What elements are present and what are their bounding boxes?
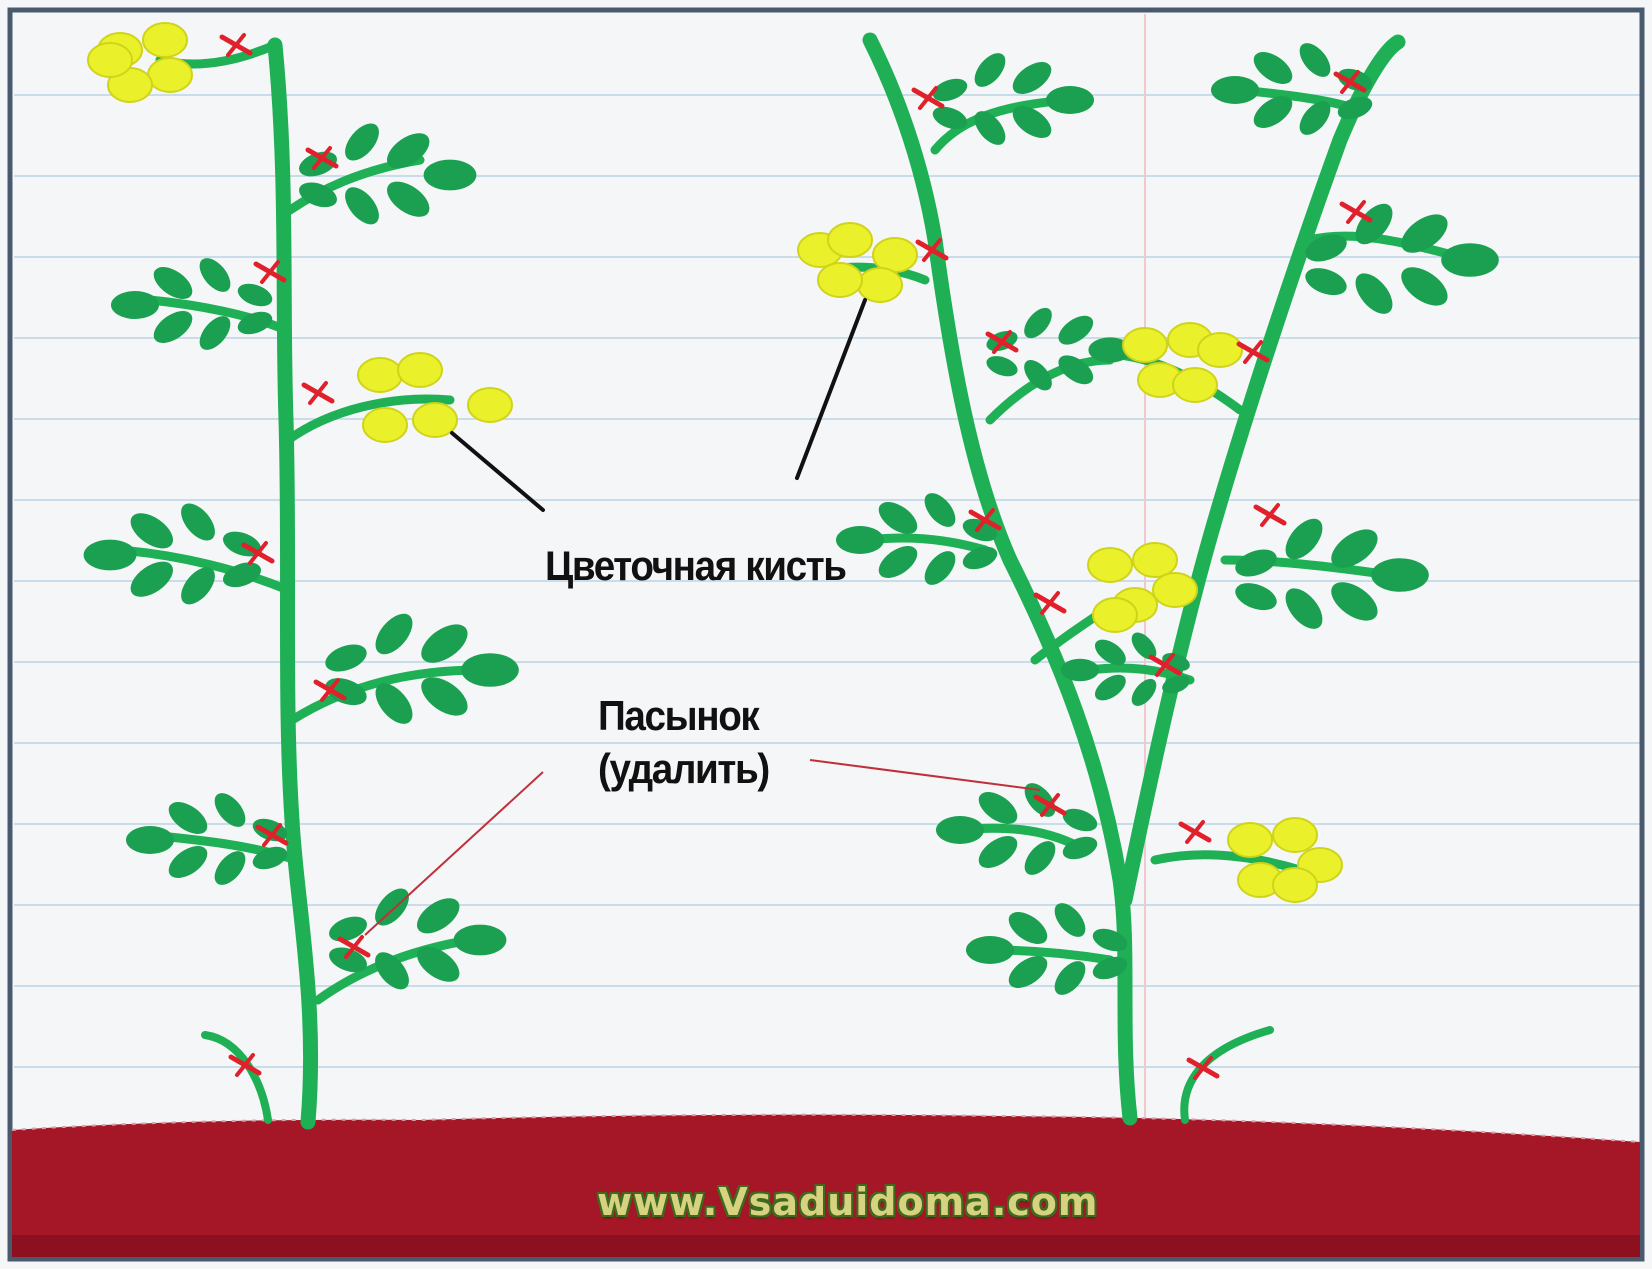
flower-blob	[858, 268, 902, 302]
flower-blob	[1153, 573, 1197, 607]
flower-blob	[148, 58, 192, 92]
leaflet	[126, 826, 174, 854]
leaflet	[1211, 76, 1259, 104]
flower-blob	[1123, 328, 1167, 362]
flower-blob	[88, 43, 132, 77]
leaflet	[424, 160, 477, 191]
leaflet	[936, 816, 984, 844]
flower-blob	[398, 353, 442, 387]
flower-blob	[143, 23, 187, 57]
flower-blob	[1093, 598, 1137, 632]
leaflet	[454, 925, 507, 956]
leaflet	[111, 291, 159, 319]
flower-cluster-label: Цветочная кисть	[545, 540, 846, 593]
stepson-label: Пасынок (удалить)	[598, 690, 769, 795]
website-watermark: www.Vsaduidoma.com	[597, 1180, 1077, 1224]
flower-blob	[358, 358, 402, 392]
soil-shadow	[12, 1235, 1640, 1257]
flower-blob	[1198, 333, 1242, 367]
leaflet	[461, 653, 519, 687]
flower-blob	[1228, 823, 1272, 857]
flower-blob	[828, 223, 872, 257]
leaflet	[84, 540, 137, 571]
flower-blob	[818, 263, 862, 297]
flower-blob	[1133, 543, 1177, 577]
flower-blob	[1088, 548, 1132, 582]
leaflet	[1046, 86, 1094, 114]
flower-blob	[1273, 868, 1317, 902]
stepson-label-line2: (удалить)	[598, 743, 769, 796]
flower-blob	[873, 238, 917, 272]
leaflet	[1441, 243, 1499, 277]
flower-blob	[468, 388, 512, 422]
leaflet	[1371, 558, 1429, 592]
leaflet	[1061, 659, 1099, 681]
flower-blob	[1273, 818, 1317, 852]
stepson-label-line1: Пасынок	[598, 690, 769, 743]
flower-blob	[363, 408, 407, 442]
leaflet	[966, 936, 1014, 964]
flower-blob	[1173, 368, 1217, 402]
